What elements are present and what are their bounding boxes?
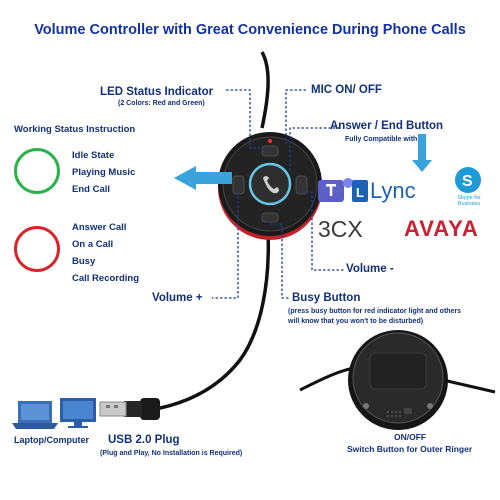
busy-sub-1: (press busy button for red indicator lig… bbox=[288, 308, 462, 315]
volume-plus-button[interactable] bbox=[232, 175, 245, 195]
laptop-icon bbox=[12, 401, 58, 429]
left-arrow-icon bbox=[174, 166, 232, 190]
usb-label: USB 2.0 Plug bbox=[108, 434, 180, 446]
mic-label: MIC ON/ OFF bbox=[311, 84, 382, 96]
volume-minus-label: Volume - bbox=[346, 263, 394, 275]
volume-plus-label: Volume + bbox=[152, 292, 203, 304]
busy-button-label: Busy Button bbox=[292, 292, 361, 304]
controller-body bbox=[218, 132, 322, 240]
status-answer-call: Answer Call bbox=[72, 222, 127, 233]
switch-label-2: Switch Button for Outer Ringer bbox=[347, 444, 473, 454]
skype-logo-text: Skype for Business bbox=[457, 195, 481, 207]
avaya-logo-text: AVAYA bbox=[404, 216, 479, 241]
status-on-call: On a Call bbox=[72, 239, 114, 250]
status-idle: Idle State bbox=[72, 150, 115, 161]
monitor-icon bbox=[60, 398, 96, 428]
teams-logo-icon bbox=[318, 178, 353, 202]
led-status-sub: (2 Colors: Red and Green) bbox=[118, 100, 205, 107]
lync-logo-text: Lync bbox=[370, 178, 416, 203]
red-status-ring bbox=[14, 226, 60, 272]
usb-plug-icon bbox=[99, 398, 160, 420]
volume-minus-button[interactable] bbox=[295, 175, 308, 195]
status-end-call: End Call bbox=[72, 184, 111, 195]
status-playing-music: Playing Music bbox=[72, 167, 136, 178]
ringer-switch[interactable] bbox=[404, 408, 412, 414]
ringer-device bbox=[299, 330, 496, 430]
svg-text:S: S bbox=[462, 173, 473, 190]
busy-sub-2: will know that you won't to be disturbed… bbox=[288, 318, 424, 325]
compatible-label: Fully Compatible with bbox=[345, 136, 418, 143]
mic-button[interactable] bbox=[261, 145, 279, 157]
led-status-label: LED Status Indicator bbox=[100, 86, 214, 98]
3cx-logo-text: 3CX bbox=[318, 216, 363, 242]
switch-label-1: ON/OFF bbox=[394, 432, 427, 442]
skype-logo-icon: S bbox=[455, 167, 481, 193]
working-status-title: Working Status Instruction bbox=[14, 124, 136, 135]
lync-logo-icon: L bbox=[352, 180, 368, 202]
busy-button[interactable] bbox=[261, 212, 279, 223]
green-status-ring bbox=[14, 148, 60, 194]
laptop-label: Laptop/Computer bbox=[14, 435, 89, 445]
answer-end-label: Answer / End Button bbox=[330, 120, 444, 132]
svg-text:L: L bbox=[356, 185, 364, 200]
usb-sub: (Plug and Play, No Installation is Requi… bbox=[100, 450, 243, 457]
status-call-recording: Call Recording bbox=[72, 273, 140, 284]
page-title: Volume Controller with Great Convenience… bbox=[34, 22, 466, 38]
status-busy: Busy bbox=[72, 256, 96, 267]
